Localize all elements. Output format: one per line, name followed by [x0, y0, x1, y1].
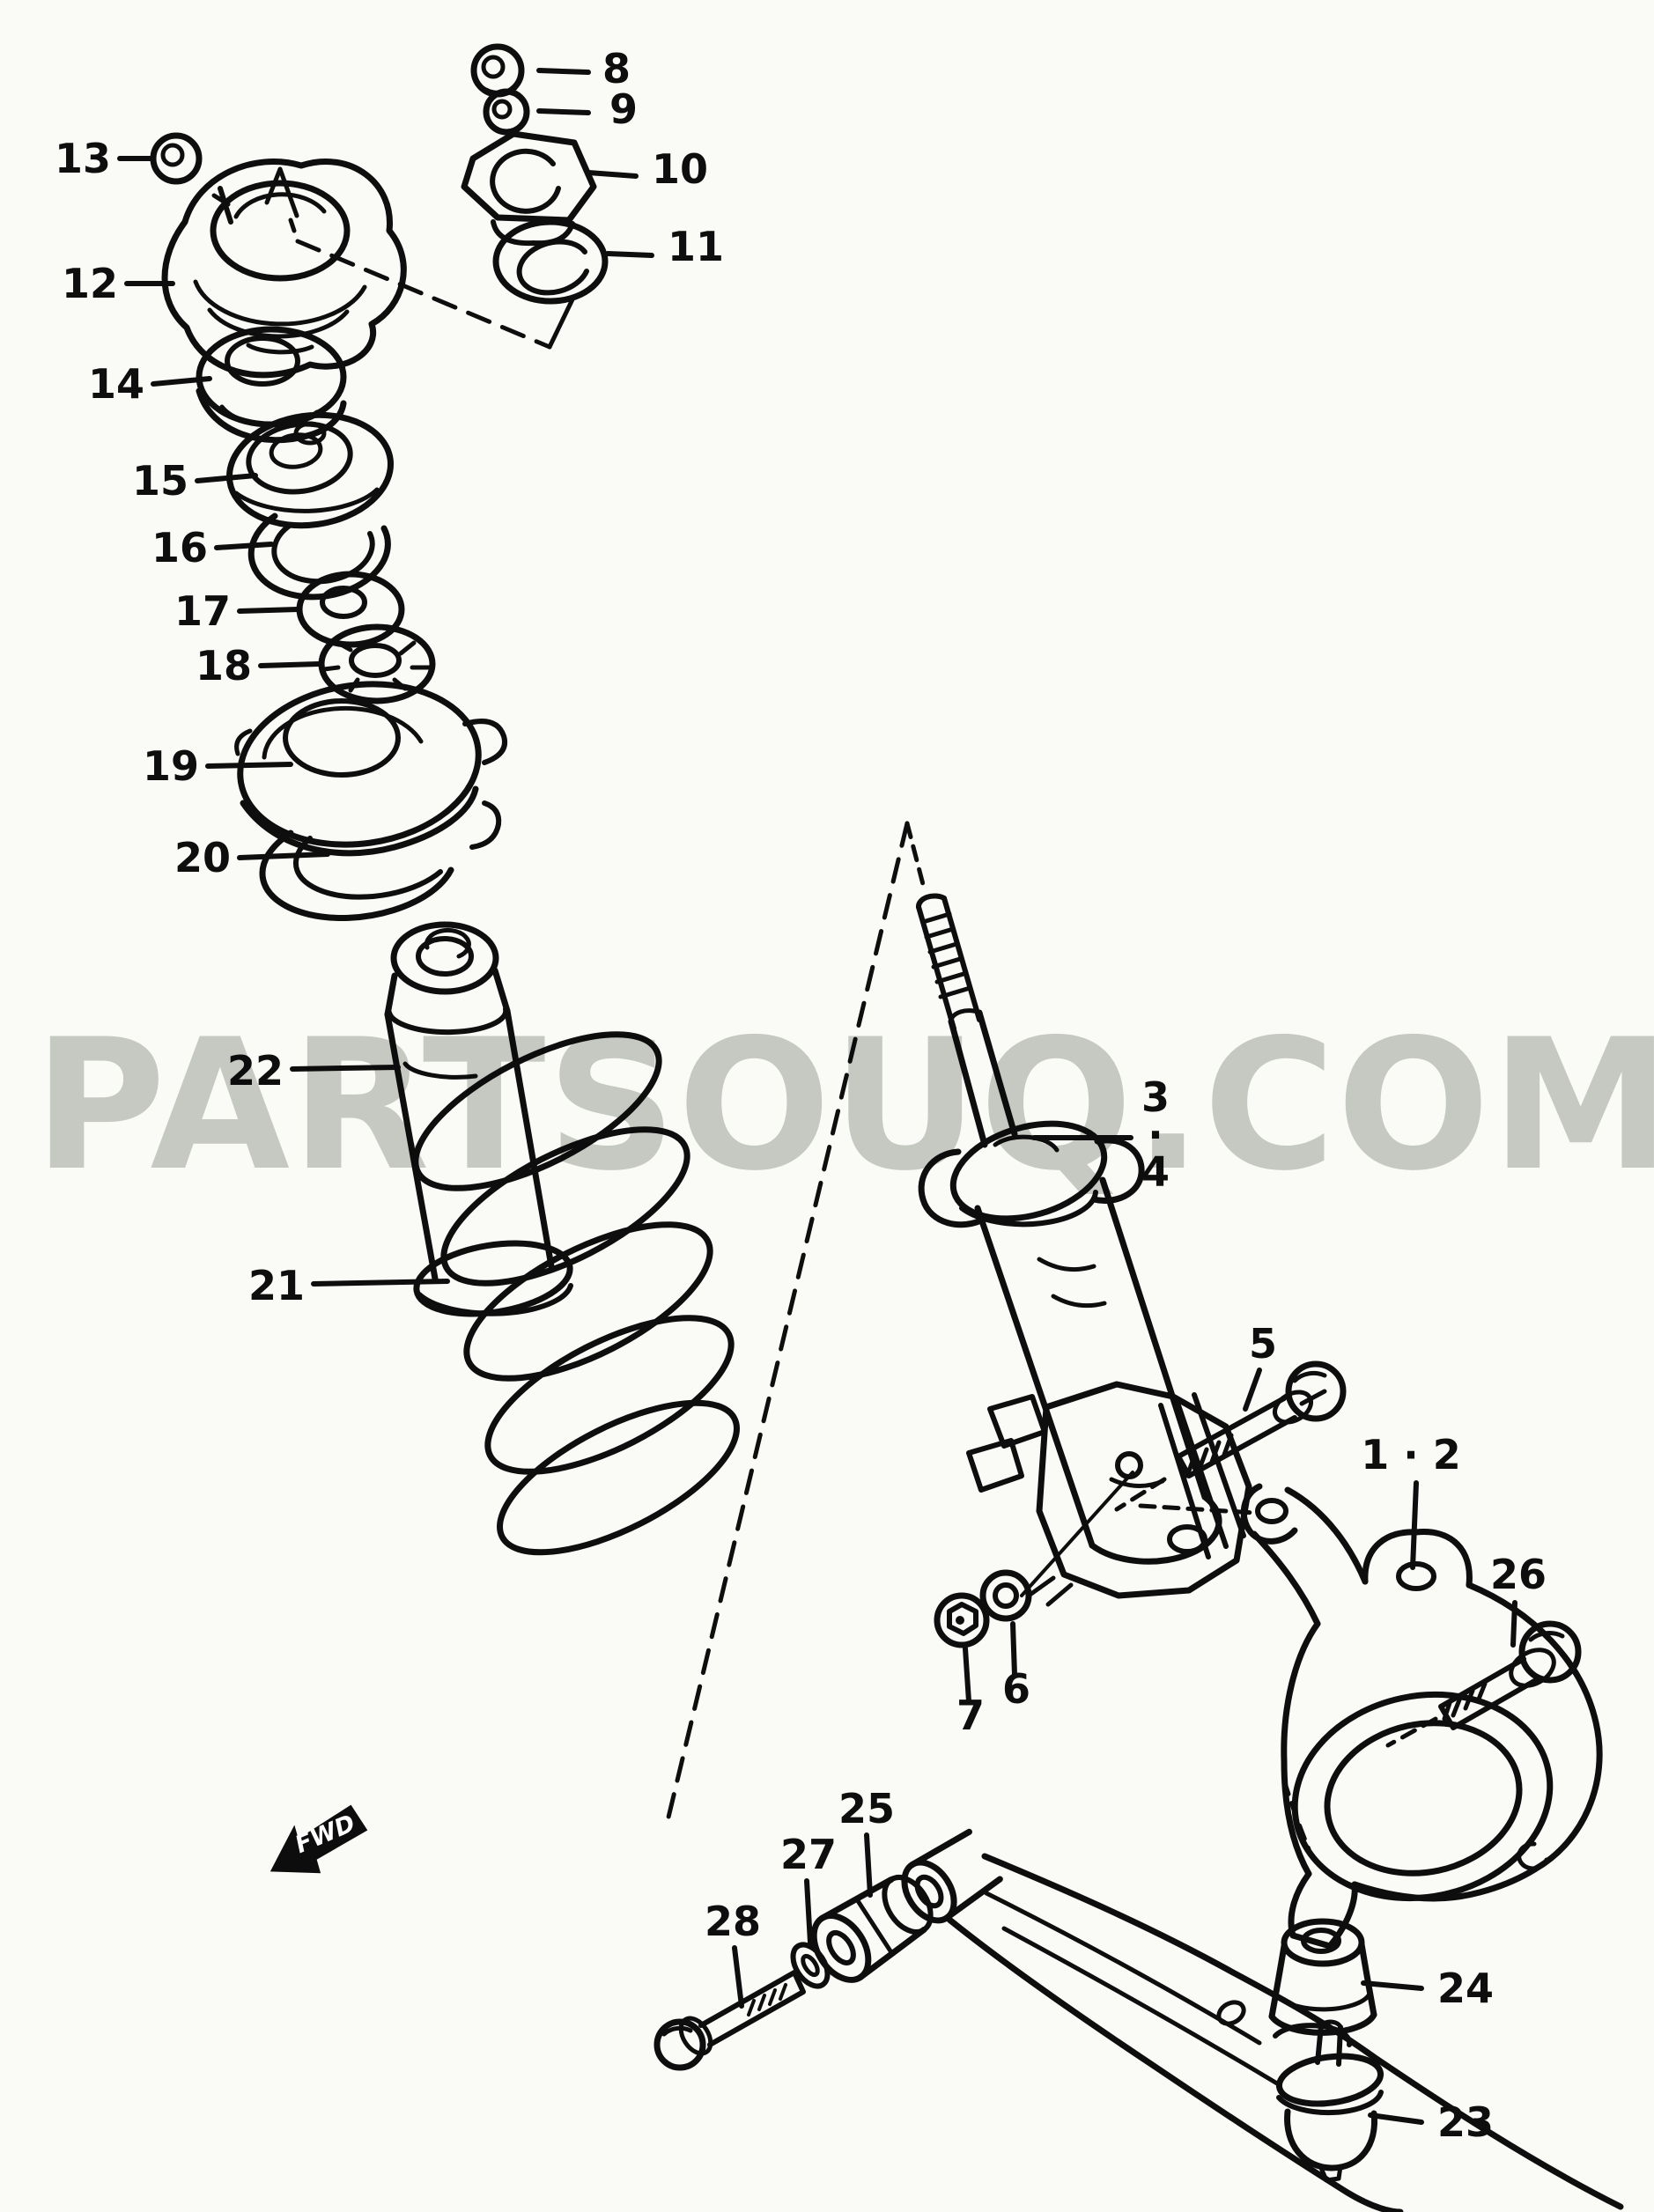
part-5-bolt	[1176, 1360, 1347, 1478]
part-20-ring-large	[259, 800, 502, 921]
part-leader-17	[237, 607, 300, 614]
part-label-17: 17	[174, 587, 231, 635]
part-label-14: 14	[88, 360, 144, 408]
control-arm	[901, 1828, 1624, 2212]
part-labels: 89 10 11 13 12 14 15 16 17 18 19 20 22 21 3·4 5 1 · 2 26 6…	[55, 45, 1547, 2146]
part-leader-8	[536, 68, 591, 75]
part-leader-22	[290, 1065, 401, 1072]
part-leader-14	[151, 376, 212, 387]
part-22-dust-boot	[384, 921, 573, 1317]
part-label-3-4: 3·4	[1141, 1073, 1170, 1196]
part-leader-28	[732, 1945, 744, 2009]
part-label-24: 24	[1437, 1965, 1494, 2012]
part-leader-10	[586, 170, 639, 179]
assembly-axis-lines	[295, 239, 1438, 1852]
part-9-washer	[483, 88, 530, 136]
part-leader-20	[237, 852, 330, 860]
part-25-bushing	[810, 1875, 934, 1983]
part-15-spring-seat	[225, 411, 395, 529]
part-label-28: 28	[705, 1898, 761, 1945]
part-label-6: 6	[1002, 1665, 1030, 1713]
part-leader-27	[804, 1878, 813, 1945]
part-label-15: 15	[132, 457, 188, 505]
part-leader-11	[605, 251, 654, 258]
part-12-strut-support-mount	[161, 159, 407, 379]
part-28-bolt	[653, 1970, 806, 2071]
part-label-22: 22	[227, 1047, 284, 1095]
part-leader-19	[205, 762, 293, 769]
part-7-nut	[934, 1592, 990, 1648]
part-8-nut	[470, 43, 525, 98]
part-18-spring-washer	[318, 623, 436, 704]
part-10-support-bracket	[461, 130, 597, 247]
part-leader-21	[311, 1279, 450, 1287]
part-leader-26	[1510, 1600, 1517, 1648]
part-leader-9	[536, 108, 591, 115]
part-label-21: 21	[248, 1262, 305, 1309]
part-label-23: 23	[1437, 2098, 1494, 2146]
part-label-18: 18	[196, 642, 252, 689]
part-label-27: 27	[780, 1831, 837, 1878]
part-label-8: 8	[602, 45, 631, 92]
part-leader-25	[864, 1832, 873, 1898]
part-13-nut	[150, 132, 203, 185]
part-23-ball-joint	[1275, 2019, 1384, 2183]
part-label-19: 19	[143, 742, 199, 790]
part-label-20: 20	[174, 834, 231, 881]
part-label-13: 13	[55, 135, 111, 182]
part-label-16: 16	[151, 524, 208, 571]
part-label-1-2: 1 · 2	[1361, 1431, 1461, 1478]
part-label-9: 9	[609, 85, 638, 133]
part-leader-7	[963, 1646, 971, 1704]
part-21-coil-spring	[412, 1031, 740, 1556]
fwd-marker: FWD	[270, 1804, 368, 1874]
part-leader-6	[1010, 1621, 1017, 1677]
part-19-spring-seat-support	[234, 681, 507, 857]
part-3-4-strut	[916, 893, 1252, 1607]
part-24-bushing	[1268, 1918, 1377, 2036]
part-label-11: 11	[668, 223, 724, 270]
part-leader-24	[1361, 1980, 1424, 1991]
part-leader-16	[214, 542, 274, 550]
part-label-10: 10	[652, 145, 708, 193]
part-label-12: 12	[62, 260, 118, 307]
part-leader-18	[258, 661, 321, 668]
part-11-spring-seat-upper	[492, 218, 609, 305]
part-6-nut	[979, 1569, 1032, 1622]
part-label-5: 5	[1249, 1320, 1277, 1368]
part-leader-23	[1368, 2112, 1424, 2125]
part-leader-5	[1243, 1368, 1262, 1412]
part-label-26: 26	[1490, 1551, 1547, 1598]
part-26-bolt	[1438, 1620, 1582, 1730]
fwd-arrow-icon	[270, 1804, 368, 1874]
part-leader-1-2	[1410, 1480, 1419, 1570]
part-label-7: 7	[956, 1692, 985, 1739]
part-label-25: 25	[838, 1785, 895, 1832]
part-leader-15	[195, 473, 258, 483]
